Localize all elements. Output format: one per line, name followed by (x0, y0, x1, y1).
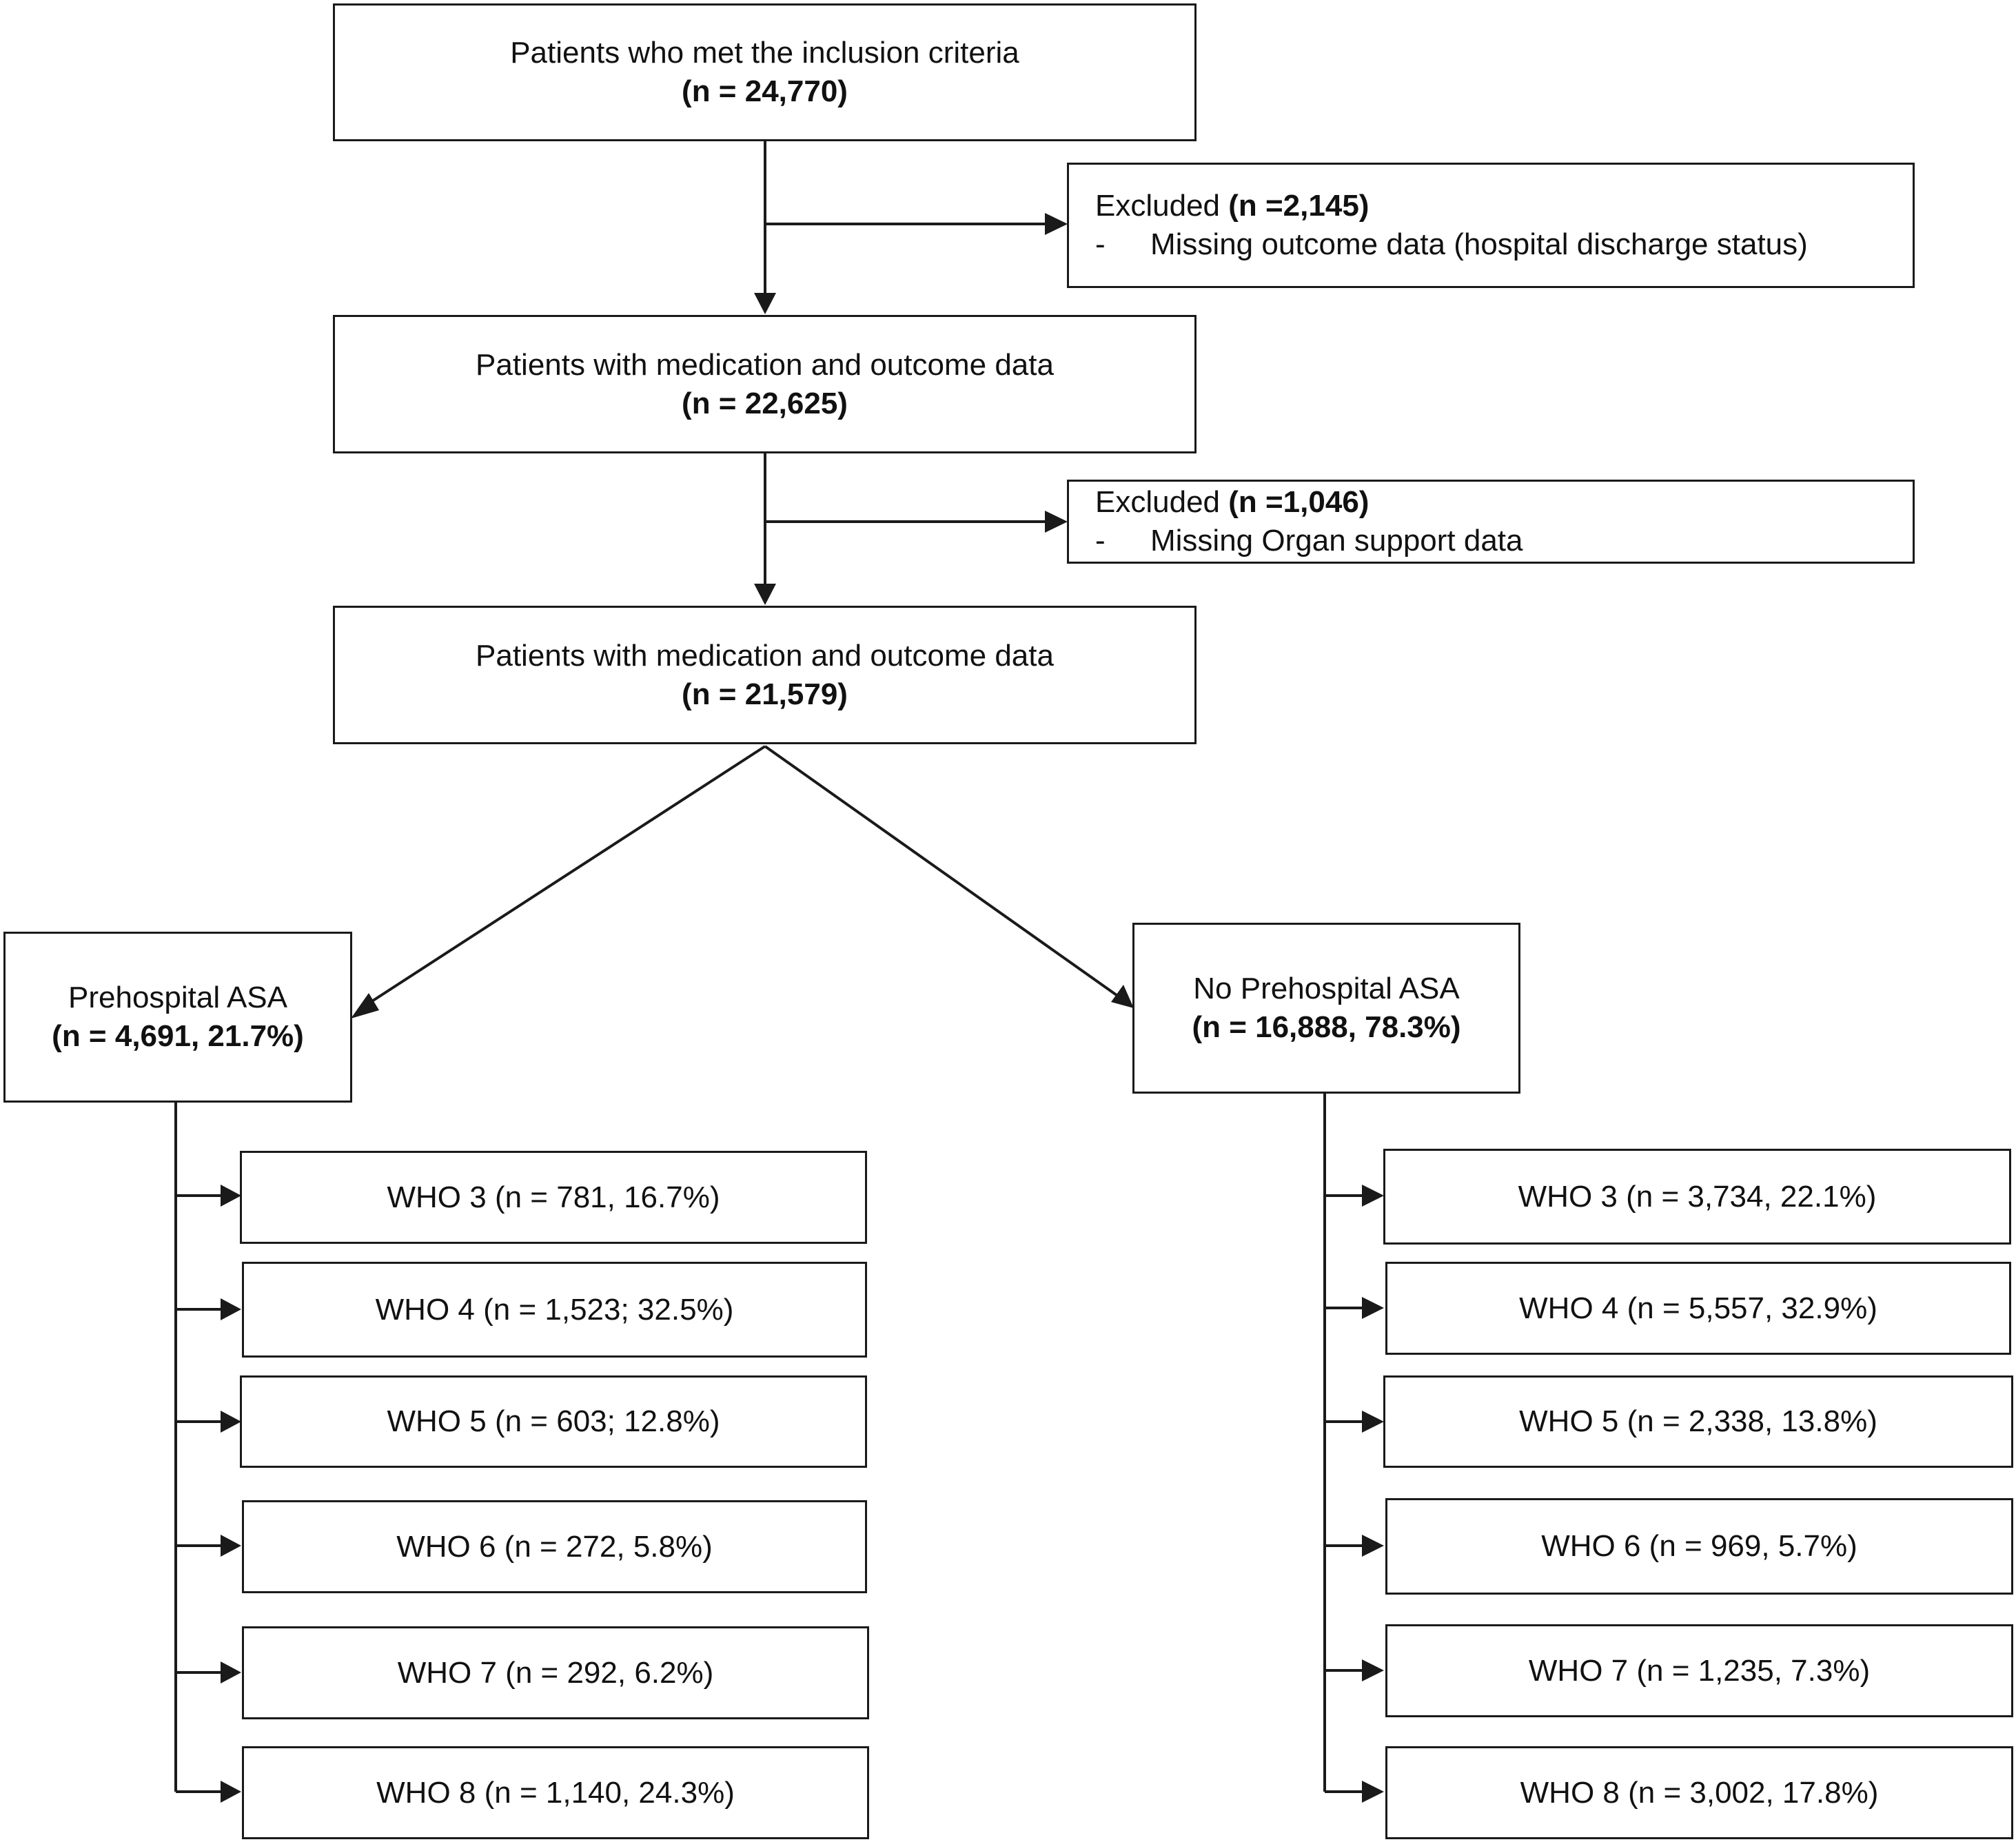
connector-to-prehospital-asa (367, 745, 766, 1005)
med-outcome-box-1: Patients with medication and outcome dat… (333, 315, 1197, 453)
who-group-label: WHO 7 (n = 292, 6.2%) (397, 1655, 714, 1690)
med-outcome-box-2: Patients with medication and outcome dat… (333, 606, 1197, 744)
asa-who-8-box: WHO 8 (n = 1,140, 24.3%) (242, 1746, 869, 1839)
arrowhead (1111, 985, 1134, 1008)
connector-to-no-prehospital-asa (764, 745, 1118, 996)
med-outcome-count: (n = 22,625) (682, 386, 848, 420)
arrowhead (1045, 511, 1068, 533)
med-outcome-title: Patients with medication and outcome dat… (476, 347, 1054, 382)
asa-who-6-box: WHO 6 (n = 272, 5.8%) (242, 1500, 867, 1593)
asa-who-3-box: WHO 3 (n = 781, 16.7%) (240, 1151, 867, 1244)
no-prehospital-asa-title: No Prehospital ASA (1193, 972, 1460, 1005)
no-asa-who-4-box: WHO 4 (n = 5,557, 32.9%) (1385, 1262, 2011, 1355)
no-asa-who-3-box: WHO 3 (n = 3,734, 22.1%) (1383, 1149, 2011, 1245)
who-group-label: WHO 6 (n = 272, 5.8%) (396, 1529, 713, 1564)
arrowhead (754, 293, 776, 314)
prehospital-asa-box: Prehospital ASA (n = 4,691, 21.7%) (3, 932, 352, 1103)
who-group-label: WHO 3 (n = 781, 16.7%) (387, 1180, 720, 1214)
excluded-box-1: Excluded (n =2,145) - Missing outcome dat… (1067, 163, 1915, 288)
no-asa-who-7-box: WHO 7 (n = 1,235, 7.3%) (1385, 1624, 2013, 1717)
who-group-label: WHO 5 (n = 603; 12.8%) (387, 1404, 720, 1438)
arrowhead (351, 993, 379, 1019)
arrowhead (754, 584, 776, 605)
who-group-label: WHO 5 (n = 2,338, 13.8%) (1519, 1404, 1877, 1438)
who-group-label: WHO 4 (n = 5,557, 32.9%) (1519, 1291, 1877, 1325)
inclusion-title: Patients who met the inclusion criteria (510, 36, 1019, 70)
excluded-label: Excluded (1095, 189, 1229, 223)
no-asa-who-6-box: WHO 6 (n = 969, 5.7%) (1385, 1498, 2013, 1595)
asa-who-4-box: WHO 4 (n = 1,523; 32.5%) (242, 1262, 867, 1358)
excluded-reason: Missing Organ support data (1150, 524, 1523, 557)
med-outcome-count: (n = 21,579) (682, 677, 848, 711)
prehospital-asa-title: Prehospital ASA (68, 981, 287, 1014)
excluded-box-2: Excluded (n =1,046) - Missing Organ suppo… (1067, 480, 1915, 564)
med-outcome-title: Patients with medication and outcome dat… (476, 638, 1054, 673)
asa-who-5-box: WHO 5 (n = 603; 12.8%) (240, 1375, 867, 1468)
who-group-label: WHO 7 (n = 1,235, 7.3%) (1528, 1653, 1871, 1688)
who-group-label: WHO 8 (n = 3,002, 17.8%) (1520, 1775, 1879, 1810)
who-group-label: WHO 8 (n = 1,140, 24.3%) (376, 1775, 735, 1810)
excluded-count: (n =2,145) (1228, 189, 1370, 223)
bullet-dash: - (1095, 524, 1106, 557)
who-group-label: WHO 4 (n = 1,523; 32.5%) (375, 1292, 734, 1327)
inclusion-count: (n = 24,770) (682, 74, 848, 108)
inclusion-box: Patients who met the inclusion criteria … (333, 3, 1197, 141)
asa-who-7-box: WHO 7 (n = 292, 6.2%) (242, 1626, 869, 1719)
who-group-label: WHO 6 (n = 969, 5.7%) (1541, 1529, 1857, 1563)
excluded-reason: Missing outcome data (hospital discharge… (1150, 227, 1808, 261)
no-prehospital-asa-count: (n = 16,888, 78.3%) (1192, 1010, 1461, 1044)
excluded-count: (n =1,046) (1228, 485, 1370, 519)
no-asa-who-5-box: WHO 5 (n = 2,338, 13.8%) (1383, 1375, 2013, 1468)
who-group-label: WHO 3 (n = 3,734, 22.1%) (1518, 1179, 1877, 1214)
bullet-dash: - (1095, 227, 1106, 261)
no-prehospital-asa-box: No Prehospital ASA (n = 16,888, 78.3%) (1132, 923, 1520, 1094)
excluded-label: Excluded (1095, 485, 1229, 519)
arrowhead (1045, 213, 1068, 235)
prehospital-asa-count: (n = 4,691, 21.7%) (52, 1019, 304, 1053)
no-asa-who-8-box: WHO 8 (n = 3,002, 17.8%) (1385, 1746, 2013, 1839)
